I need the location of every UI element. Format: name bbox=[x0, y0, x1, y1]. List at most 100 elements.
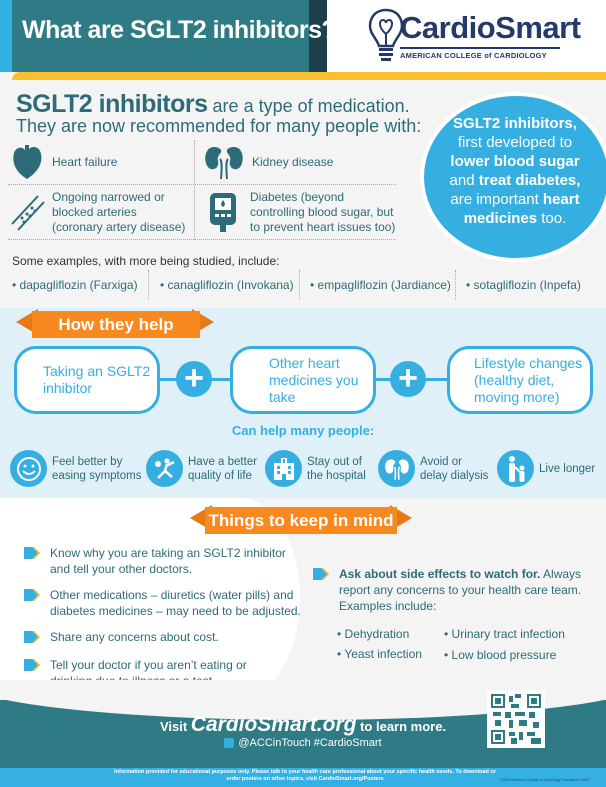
benefit-text: quality of life bbox=[188, 469, 252, 482]
callout-text: SGLT2 inhibitors, first developed to low… bbox=[430, 114, 600, 228]
side-effect: • Urinary tract infection bbox=[444, 627, 565, 641]
divider bbox=[8, 239, 396, 240]
social-handles[interactable]: @ACCinTouch #CardioSmart bbox=[238, 737, 382, 749]
kidney-icon bbox=[205, 147, 243, 180]
chevron-bullet-icon bbox=[313, 568, 329, 580]
divider bbox=[8, 184, 396, 185]
lightbulb-heart-icon bbox=[368, 8, 404, 61]
conditions-grid: Heart failure Kidney disease Ongoing nar… bbox=[8, 140, 396, 240]
tip-item: Other medications – diuretics (water pil… bbox=[24, 587, 304, 619]
visit-line: Visit CardioSmart.org to learn more. bbox=[0, 713, 606, 737]
header-underline bbox=[12, 72, 606, 80]
factor-pill: Other heart medicines you take bbox=[230, 346, 376, 414]
tip-item: Share any concerns about cost. bbox=[24, 629, 304, 645]
divider bbox=[299, 270, 300, 300]
divider bbox=[194, 140, 195, 240]
intro-line-2: They are now recommended for many people… bbox=[16, 116, 422, 136]
factor-pill: Lifestyle changes (healthy diet, moving … bbox=[447, 346, 593, 414]
callout-line: first developed to bbox=[457, 134, 573, 151]
connector-line bbox=[430, 378, 450, 381]
intro-rest: are a type of medication. bbox=[207, 96, 410, 116]
drug-item: • canagliflozin (Invokana) bbox=[160, 278, 294, 292]
kidney-icon bbox=[378, 450, 415, 487]
website-link[interactable]: CardioSmart.org bbox=[190, 713, 357, 736]
tips-list: Know why you are taking an SGLT2 inhibit… bbox=[24, 545, 304, 689]
hospital-icon bbox=[265, 450, 302, 487]
benefit-text: easing symptoms bbox=[52, 469, 142, 482]
condition-item: Ongoing narrowed or blocked arteries (co… bbox=[10, 187, 190, 237]
benefit-text: Feel better by bbox=[52, 455, 123, 468]
side-effects-heading: Ask about side effects to watch for. bbox=[339, 567, 541, 581]
social-line: @ACCinTouch #CardioSmart bbox=[0, 737, 606, 749]
side-effect: • Yeast infection bbox=[337, 647, 422, 661]
side-effects-text: Always report any concerns to your healt… bbox=[339, 567, 582, 613]
factor-pill: Taking an SGLT2 inhibitor bbox=[14, 346, 160, 414]
benefit-item: Live longer bbox=[497, 450, 595, 487]
disclaimer-text: Information provided for educational pur… bbox=[114, 769, 496, 782]
intro-line-1: SGLT2 inhibitors are a type of medicatio… bbox=[16, 90, 410, 119]
condition-text: Heart failure bbox=[52, 154, 118, 169]
benefit-text: Have a better bbox=[188, 455, 258, 468]
smiley-icon bbox=[10, 450, 47, 487]
drug-item: • empagliflozin (Jardiance) bbox=[310, 278, 451, 292]
side-effect: • Low blood pressure bbox=[444, 648, 557, 662]
qr-code[interactable] bbox=[487, 690, 545, 748]
footer-disclaimer-bar bbox=[0, 768, 606, 787]
can-help-heading: Can help many people: bbox=[231, 423, 375, 438]
callout-line: lower blood sugar bbox=[450, 153, 580, 170]
family-icon bbox=[497, 450, 534, 487]
logo-divider bbox=[400, 47, 560, 49]
benefit-text: the hospital bbox=[307, 469, 366, 482]
condition-item: Diabetes (beyond controlling blood sugar… bbox=[208, 187, 400, 237]
chevron-bullet-icon bbox=[24, 631, 40, 643]
condition-item: Heart failure bbox=[10, 142, 117, 182]
twitter-icon bbox=[224, 738, 235, 749]
benefit-text: delay dialysis bbox=[420, 469, 489, 482]
drug-item: • sotagliflozin (Inpefa) bbox=[466, 278, 581, 292]
header-shadow bbox=[309, 0, 327, 72]
ribbon-keep-in-mind: Things to keep in mind bbox=[205, 507, 397, 534]
intro-bold: SGLT2 inhibitors bbox=[16, 90, 208, 118]
plus-icon: + bbox=[390, 361, 426, 397]
divider bbox=[455, 270, 456, 300]
callout-line: heart bbox=[542, 191, 580, 208]
logo-subtitle: AMERICAN COLLEGE of CARDIOLOGY bbox=[400, 51, 547, 60]
glucose-meter-icon bbox=[210, 193, 236, 232]
benefit-text: Stay out of bbox=[307, 455, 362, 468]
yoga-icon bbox=[146, 450, 183, 487]
artery-icon bbox=[11, 195, 45, 231]
callout-line: SGLT2 inhibitors, bbox=[453, 115, 577, 132]
side-effects-item: Ask about side effects to watch for. Alw… bbox=[313, 566, 583, 614]
page-title: What are SGLT2 inhibitors? bbox=[22, 16, 337, 44]
callout-line: are important bbox=[450, 191, 543, 208]
qr-code-icon bbox=[491, 694, 541, 744]
tip-item: Know why you are taking an SGLT2 inhibit… bbox=[24, 545, 304, 577]
ribbon-how-they-help: How they help bbox=[32, 311, 200, 338]
chevron-bullet-icon bbox=[24, 589, 40, 601]
benefit-text: Live longer bbox=[539, 462, 596, 475]
condition-text: Ongoing narrowed or blocked arteries (co… bbox=[52, 189, 186, 234]
callout-line: too. bbox=[537, 210, 567, 227]
visit-post: to learn more. bbox=[356, 719, 447, 734]
side-effect: • Dehydration bbox=[337, 627, 410, 641]
chevron-bullet-icon bbox=[24, 547, 40, 559]
chevron-bullet-icon bbox=[24, 659, 40, 671]
header-banner bbox=[0, 0, 327, 72]
drug-item: • dapagliflozin (Farxiga) bbox=[12, 278, 138, 292]
callout-line: treat diabetes, bbox=[478, 172, 581, 189]
examples-title: Some examples, with more being studied, … bbox=[12, 254, 280, 268]
tip-text: Other medications – diuretics (water pil… bbox=[50, 588, 301, 618]
callout-line: medicines bbox=[463, 210, 538, 227]
callout-circle bbox=[420, 92, 606, 262]
condition-text: Kidney disease bbox=[252, 154, 334, 169]
visit-pre: Visit bbox=[159, 719, 191, 734]
condition-text: Diabetes (beyond controlling blood sugar… bbox=[250, 189, 396, 234]
benefit-text: Avoid or bbox=[420, 455, 462, 468]
copyright-text: ©2023 American College of Cardiology Fou… bbox=[500, 778, 590, 782]
logo-wordmark: CardioSmart bbox=[400, 10, 581, 45]
condition-item: Kidney disease bbox=[204, 142, 333, 182]
heart-icon bbox=[13, 145, 42, 179]
